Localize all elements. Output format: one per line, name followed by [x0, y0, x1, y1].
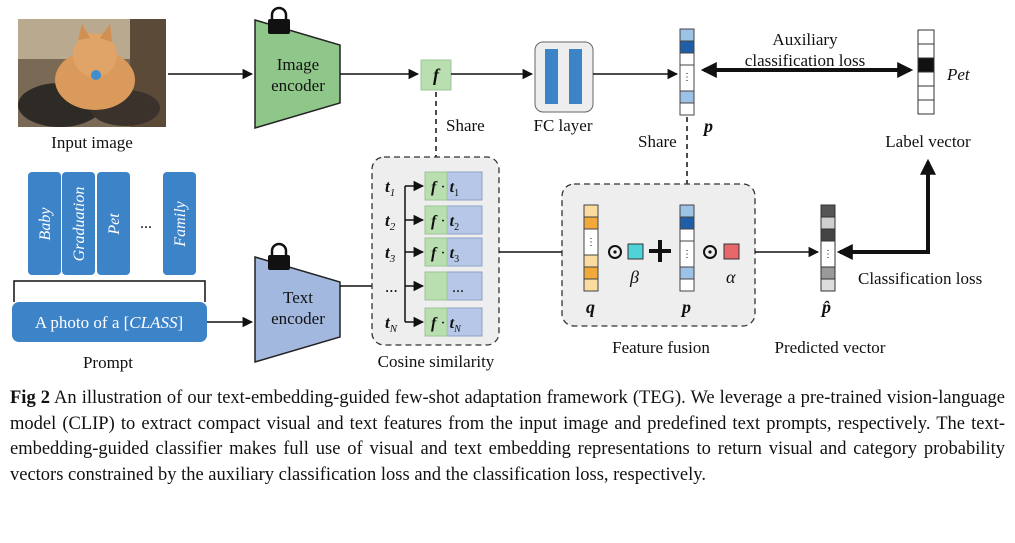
- svg-text:⋮: ⋮: [586, 237, 596, 248]
- class-label-family: Family: [172, 200, 189, 247]
- label-vector-label: Label vector: [885, 132, 971, 151]
- class-card-baby: [28, 172, 61, 275]
- predicted-vector-label: Predicted vector: [775, 338, 886, 357]
- svg-text:⋮: ⋮: [823, 249, 833, 260]
- figure-number: Fig 2: [10, 388, 50, 408]
- share-label-top: Share: [446, 116, 485, 135]
- cosine-product-label: f · t2: [431, 213, 459, 233]
- class-label-pet: Pet: [106, 213, 123, 236]
- alpha-weight: [723, 243, 740, 260]
- image-feature-f: [420, 59, 452, 91]
- pet-label: Pet: [946, 65, 971, 84]
- image-encoder-label-2: encoder: [271, 76, 325, 95]
- plus-operator: [649, 240, 671, 262]
- cosine-product-label: ...: [452, 279, 464, 296]
- cosine-cell-image: [424, 171, 448, 201]
- caption-text: An illustration of our text-embedding-gu…: [10, 388, 1005, 485]
- text-encoder-label-2: encoder: [271, 309, 325, 328]
- p-hat-label: p̂: [820, 297, 831, 317]
- visual-vector-p-fusion: ⋮: [679, 204, 695, 292]
- cosine-cell-image: [424, 237, 448, 267]
- figure-caption: Fig 2 An illustration of our text-embedd…: [10, 386, 1005, 488]
- q-label: q: [586, 297, 595, 317]
- aux-loss-label-2: classification loss: [745, 51, 865, 70]
- p-label-top: p: [702, 116, 713, 136]
- class-card-pet: [97, 172, 130, 275]
- prompt-label: Prompt: [83, 353, 133, 372]
- cosine-similarity-label: Cosine similarity: [378, 352, 495, 371]
- fc-layer-label: FC layer: [533, 116, 592, 135]
- cosine-product-label: f · tN: [431, 315, 462, 335]
- cosine-cell-text: [444, 271, 483, 301]
- class-card-family: [163, 172, 196, 275]
- input-image: [18, 19, 166, 127]
- lock-icon: [268, 6, 290, 34]
- text-embedding-label: t3: [385, 243, 396, 265]
- text-embedding-label: t2: [385, 211, 396, 233]
- text-embedding-label: t1: [385, 177, 395, 199]
- predicted-vector: ⋮: [820, 204, 836, 292]
- class-card-graduation: [62, 172, 95, 275]
- cosine-cell-image: [424, 307, 448, 337]
- cosine-product-label: f · t1: [431, 179, 459, 199]
- fc-layer: [534, 41, 594, 113]
- input-image-label: Input image: [51, 133, 133, 152]
- beta-weight: [627, 243, 644, 260]
- text-encoder-label-1: Text: [283, 288, 313, 307]
- aux-loss-label-1: Auxiliary: [772, 30, 838, 49]
- prompt-box: [12, 302, 207, 342]
- feature-fusion-label: Feature fusion: [612, 338, 710, 357]
- class-label-graduation: Graduation: [71, 187, 88, 262]
- share-label-mid: Share: [638, 132, 677, 151]
- lock-icon: [268, 242, 290, 270]
- image-encoder-label-1: Image: [277, 55, 319, 74]
- text-encoder: Text encoder: [254, 242, 341, 364]
- category-vector-q: ⋮: [583, 204, 599, 292]
- image-encoder: Image encoder: [254, 6, 341, 130]
- cosine-product-label: f · t3: [431, 245, 459, 265]
- visual-vector-p: ⋮: [679, 28, 695, 116]
- teg-framework-diagram: Input image Image encoder f Share FC lay…: [12, 6, 982, 372]
- hadamard-op-alpha: [703, 245, 717, 259]
- p-label-fusion: p: [680, 297, 691, 317]
- svg-text:⋮: ⋮: [682, 72, 692, 83]
- hadamard-op-beta: [608, 245, 622, 259]
- prompt-text: A photo of a [CLASS]: [35, 313, 183, 332]
- cosine-cell-text: [444, 205, 483, 235]
- text-embedding-label: ...: [385, 277, 398, 296]
- alpha-label: α: [726, 267, 736, 287]
- class-label-ellipsis: ...: [140, 215, 152, 232]
- classification-loss-label: Classification loss: [858, 269, 982, 288]
- class-cards: Baby Graduation Pet ... Family: [28, 172, 196, 275]
- class-label-baby: Baby: [37, 207, 54, 241]
- cosine-cell-image: [424, 205, 448, 235]
- cosine-cell-text: [444, 237, 483, 267]
- f-symbol: f: [433, 65, 441, 85]
- cosine-cell-text: [444, 307, 483, 337]
- beta-label: β: [629, 267, 639, 287]
- cosine-cell-image: [424, 271, 448, 301]
- svg-text:⋮: ⋮: [682, 249, 692, 260]
- prompt-bracket: [13, 280, 206, 302]
- classification-loss-arrow: [836, 158, 936, 260]
- label-vector: [917, 29, 935, 115]
